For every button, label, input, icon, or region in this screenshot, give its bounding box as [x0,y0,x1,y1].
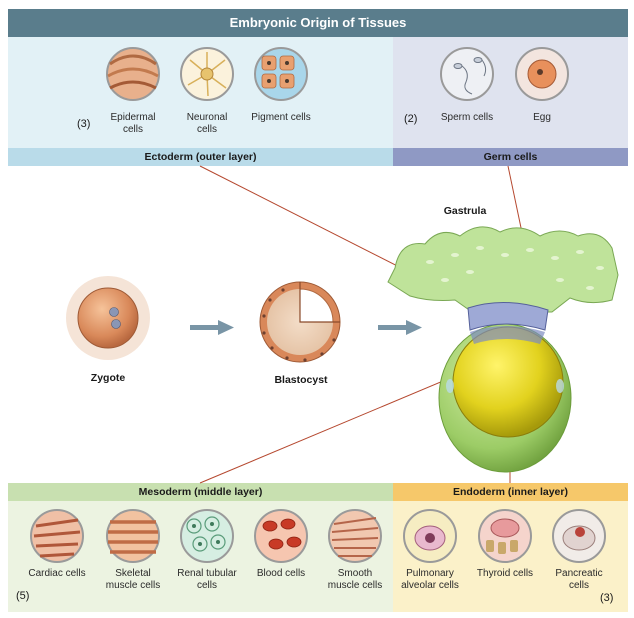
gastrula-illustration [387,226,619,473]
zygote-illustration [66,276,150,360]
pulmonary-alveolar-cells-label: Pulmonary alveolar cells [401,568,459,591]
cardiac-cells-icon [30,509,84,563]
arrow-blastocyst-to-gastrula-icon [378,320,422,335]
diagram-title: Embryonic Origin of Tissues [8,9,628,37]
blood-cells-label: Blood cells [256,568,306,579]
endoderm-bar: Endoderm (inner layer) [393,483,628,501]
mesoderm-leader-line [199,367,475,484]
germ-count: (2) [404,113,418,125]
skeletal-muscle-cells-label: Skeletal muscle cells [105,568,161,591]
cardiac-cells-label: Cardiac cells [28,568,86,579]
egg-icon [515,47,569,101]
blastocyst-label: Blastocyst [274,374,328,386]
skeletal-muscle-cells-icon [106,509,160,563]
sperm-cells-label: Sperm cells [440,112,494,123]
pancreatic-cells-icon [552,509,606,563]
arrow-zygote-to-blastocyst-icon [190,320,234,335]
mesoderm-bar: Mesoderm (middle layer) [8,483,393,501]
blastocyst-illustration [259,281,341,363]
renal-tubular-cells-icon [180,509,234,563]
endoderm-count: (3) [600,592,614,604]
epidermal-cells-icon [106,47,160,101]
epidermal-cells-label: Epidermal cells [110,112,156,135]
ectoderm-bar: Ectoderm (outer layer) [8,148,393,166]
sperm-cells-icon [440,47,494,101]
renal-tubular-cells-label: Renal tubular cells [177,568,237,591]
zygote-label: Zygote [90,372,126,384]
pigment-cells-label: Pigment cells [251,112,311,123]
pancreatic-cells-label: Pancreatic cells [555,568,603,591]
smooth-muscle-cells-label: Smooth muscle cells [327,568,383,591]
thyroid-cells-label: Thyroid cells [476,568,534,579]
gastrula-label: Gastrula [443,205,487,217]
blood-cells-icon [254,509,308,563]
egg-label: Egg [533,112,551,123]
germ-panel [393,37,628,150]
ectoderm-count: (3) [77,118,91,130]
thyroid-cells-icon [478,509,532,563]
germ-bar: Germ cells [393,148,628,166]
pigment-cells-icon [254,47,308,101]
neuronal-cells-icon [180,47,234,101]
smooth-muscle-cells-icon [328,509,382,563]
neuronal-cells-label: Neuronal cells [186,112,228,135]
mesoderm-count: (5) [16,590,30,602]
pulmonary-alveolar-cells-icon [403,509,457,563]
